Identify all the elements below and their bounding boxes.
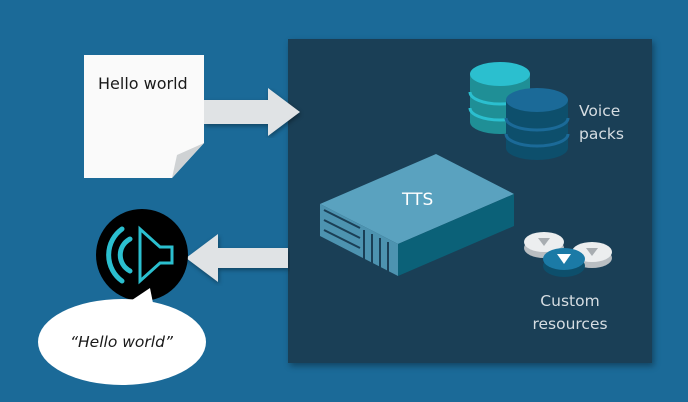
arrow-right-icon (204, 88, 300, 136)
voice-packs-label-line2: packs (579, 125, 624, 143)
arrow-left-icon (186, 234, 288, 282)
speaker-icon (96, 209, 188, 301)
custom-resources-label-line1: Custom (540, 292, 600, 310)
voice-packs-label-line1: Voice (579, 102, 621, 120)
custom-resources-icon (524, 232, 612, 277)
custom-resources-label: Custom resources (530, 290, 610, 336)
output-speech-text: “Hello world” (70, 333, 173, 351)
voice-packs-label: Voice packs (579, 100, 624, 146)
input-document-icon (84, 55, 204, 178)
input-document-text: Hello world (98, 74, 188, 93)
speech-bubble (38, 288, 206, 385)
tts-server-icon (320, 154, 514, 276)
tts-label: TTS (402, 190, 434, 210)
custom-resources-label-line2: resources (532, 315, 608, 333)
voice-packs-database-icon (468, 62, 570, 160)
